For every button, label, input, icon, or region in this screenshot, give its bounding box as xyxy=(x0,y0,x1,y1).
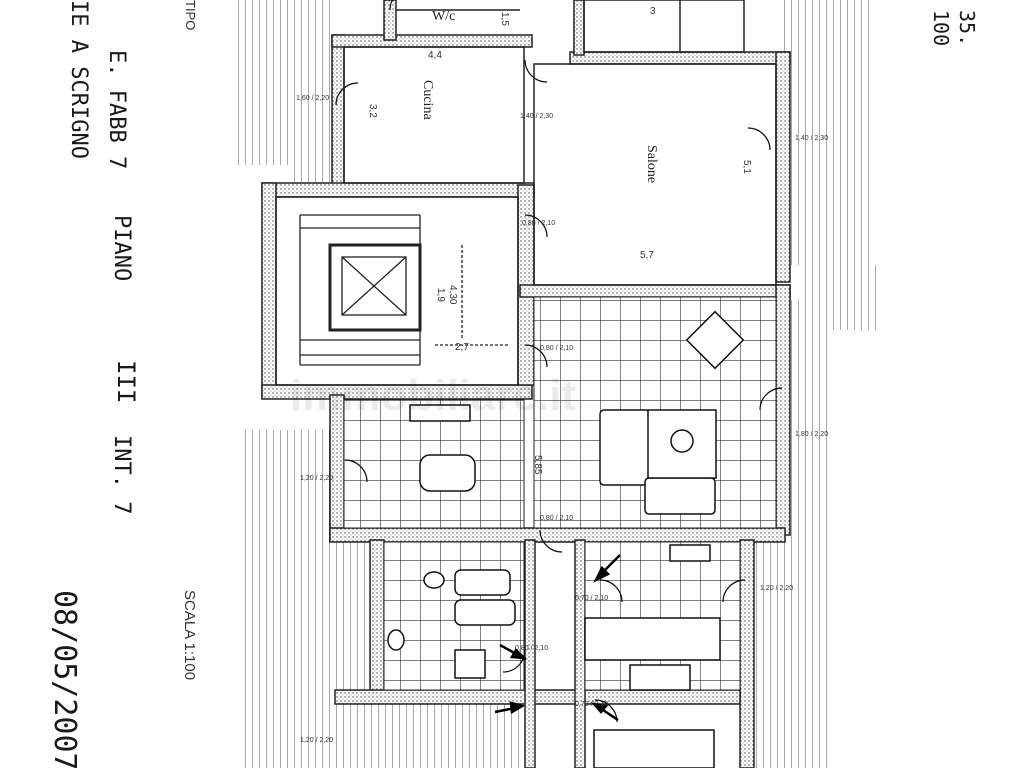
door-swings xyxy=(335,0,783,723)
opening-label: 1,60 / 2,20 xyxy=(296,95,329,102)
dim-3: 3 xyxy=(650,6,656,17)
dim-5-85: 5,85 xyxy=(532,455,543,475)
opening-label: 0,80 / 2,10 xyxy=(540,345,573,352)
document-header-fragment: TIPO xyxy=(183,0,198,30)
dim-5-1: 5,1 xyxy=(741,160,752,174)
opening-label: 0,80 / 2,10 xyxy=(522,220,555,227)
handwritten-line-1: E. FABB 7 xyxy=(104,50,129,169)
opening-label: 1,80 / 2,20 xyxy=(795,431,828,438)
corner-note-2: 100 xyxy=(929,10,953,46)
stair-core xyxy=(299,214,510,366)
dim-1-9: 1,9 xyxy=(435,288,446,302)
opening-label: 0,80 / 2,10 xyxy=(515,645,548,652)
dim-5-7: 5,7 xyxy=(640,250,654,261)
opening-label: 0,70 / 2,10 xyxy=(575,595,608,602)
handwritten-line-5: INT. 7 xyxy=(109,435,134,514)
corner-notes: 35. 100 xyxy=(929,10,979,46)
room-salone: Salone xyxy=(644,145,659,183)
dim-4-30: 4,30 xyxy=(447,285,458,305)
watermark: immobiliare.it xyxy=(290,371,576,420)
opening-label: 1,20 / 2,20 xyxy=(760,585,793,592)
dim-2-7: 2,7 xyxy=(455,342,469,353)
opening-label: 1,40 / 2,30 xyxy=(520,113,553,120)
opening-label: 1,20 / 2,20 xyxy=(300,737,333,744)
room-cucina: Cucina xyxy=(420,80,435,120)
opening-label: 0,80 / 2,10 xyxy=(540,515,573,522)
dim-4-4: 4,4 xyxy=(428,50,442,61)
opening-label: 1,40 / 2,30 xyxy=(795,135,828,142)
handwritten-notes: TIPO E. FABB 7 IE A SCRIGNO PIANO III IN… xyxy=(47,0,198,768)
annotation-arrows xyxy=(494,554,621,722)
room-wc: W/c xyxy=(432,9,455,24)
document-date: 08/05/2007 xyxy=(47,590,82,768)
handwritten-line-2: IE A SCRIGNO xyxy=(66,0,91,159)
dimension-labels: 4,4 3,2 5,7 5,1 2,7 1,9 4,30 3 1,5 5,85 xyxy=(367,6,752,475)
furniture xyxy=(387,310,745,768)
scale-label: SCALA 1:100 xyxy=(181,590,198,680)
terrace-hatching xyxy=(238,0,880,768)
handwritten-line-3: PIANO xyxy=(109,215,134,281)
dim-1-5: 1,5 xyxy=(499,12,510,26)
interior-partitions xyxy=(275,0,777,386)
room-labels: W/c Cucina Salone xyxy=(420,9,659,183)
handwritten-line-4: III xyxy=(112,360,140,403)
dim-3-2: 3,2 xyxy=(367,104,378,118)
corner-note-1: 35. xyxy=(955,10,979,46)
opening-label: 1,20 / 2,20 xyxy=(300,475,333,482)
opening-labels: 1,60 / 2,20 1,40 / 2,30 0,80 / 2,10 1,40… xyxy=(296,95,828,744)
opening-label: 0,70 / 2,10 xyxy=(575,701,608,708)
